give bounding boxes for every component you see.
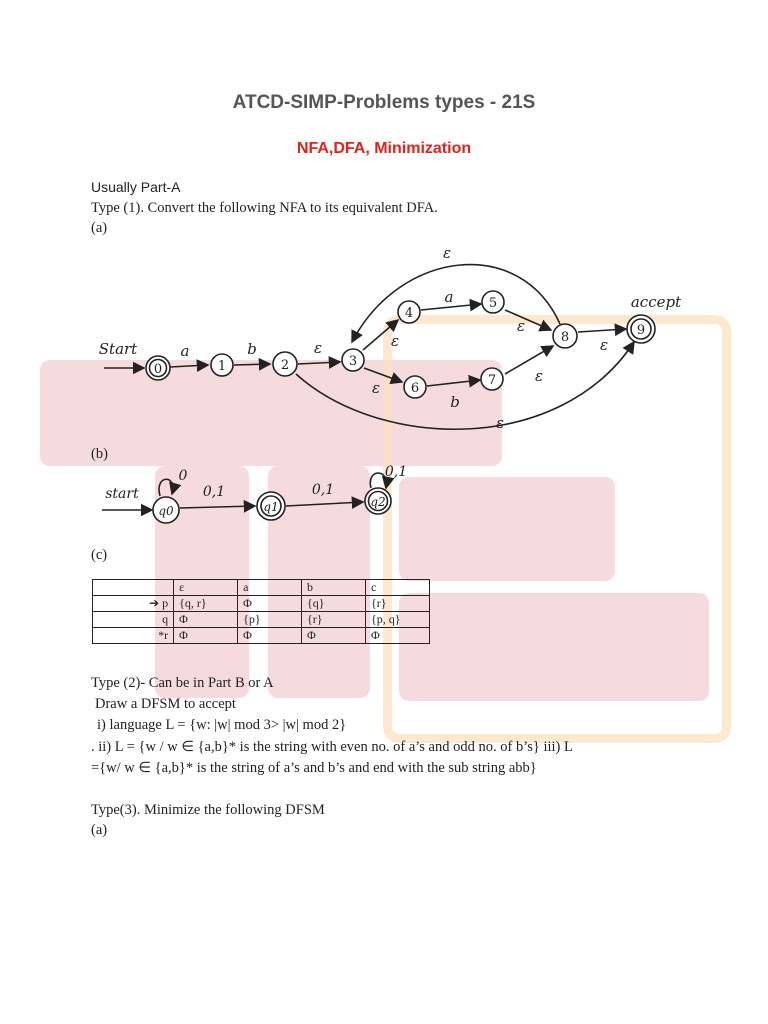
table-cell: Φ bbox=[173, 627, 239, 644]
edge-8-3-back bbox=[351, 263, 561, 344]
edge-8-9 bbox=[577, 323, 628, 337]
label-edge-0-1: a bbox=[181, 342, 190, 360]
table-header-cell bbox=[91, 579, 175, 596]
label-loop-q2: 0,1 bbox=[385, 464, 407, 480]
usually-part-a: Usually Part-A bbox=[91, 179, 181, 195]
nfa-state-9: 9 bbox=[637, 323, 645, 338]
label-a: (a) bbox=[91, 220, 108, 236]
label-edge-3-4: ε bbox=[391, 332, 399, 350]
label-edge-6-7: b bbox=[450, 393, 460, 411]
type1-text: Type (1). Convert the following NFA to i… bbox=[91, 200, 438, 216]
label-a-2: (a) bbox=[91, 822, 108, 838]
table-cell: {q} bbox=[301, 595, 366, 612]
transition-table: ε a b c ➔ p {q, r} Φ {q} {r} q Φ {p} {r}… bbox=[91, 579, 430, 644]
table-cell: Φ bbox=[365, 627, 430, 644]
table-header-cell: ε bbox=[173, 579, 239, 596]
table-row: q Φ {p} {r} {p, q} bbox=[91, 611, 430, 628]
edge-2-9-eps bbox=[295, 340, 635, 430]
draw-dfsm-text: Draw a DFSM to accept bbox=[95, 696, 236, 712]
table-state-cell: ➔ p bbox=[91, 595, 175, 612]
edge-3-4 bbox=[362, 318, 400, 351]
nfa-state-8: 8 bbox=[561, 330, 569, 345]
table-header-cell: c bbox=[365, 579, 430, 596]
edge-6-7 bbox=[426, 374, 482, 388]
page-subtitle: NFA,DFA, Minimization bbox=[296, 140, 472, 157]
edge-0-1 bbox=[169, 359, 210, 372]
nfa-state-5: 5 bbox=[489, 296, 497, 311]
loop-q2 bbox=[369, 472, 395, 490]
label-edge-8-3: ε bbox=[443, 244, 451, 262]
label-c: (c) bbox=[91, 547, 108, 563]
highlight-overlay-1 bbox=[40, 360, 502, 466]
nfa-b-state-q2: q2 bbox=[370, 495, 385, 509]
table-row: *r Φ Φ Φ Φ bbox=[91, 627, 430, 644]
table-cell: Φ bbox=[301, 627, 366, 644]
label-edge-q1-q2: 0,1 bbox=[312, 482, 334, 498]
nfa-start-label: Start bbox=[99, 340, 138, 358]
nfa-b-state-q1: q1 bbox=[263, 500, 278, 514]
nfa-b-state-q0: q0 bbox=[158, 504, 174, 518]
nfa-diagram-a: 0 1 2 3 4 5 6 7 8 9 Start accept a b ε ε… bbox=[99, 244, 682, 432]
nfa-b-start-label: start bbox=[105, 486, 139, 502]
highlight-overlay-5 bbox=[399, 593, 709, 701]
edge-7-8 bbox=[504, 345, 555, 375]
nfa-state-1: 1 bbox=[218, 359, 226, 374]
edge-5-8 bbox=[504, 309, 553, 332]
item-2: . ii) L = {w / w ∈ {a,b}* is the string … bbox=[91, 739, 573, 755]
label-edge-2-3: ε bbox=[314, 339, 322, 357]
nfa-state-0: 0 bbox=[154, 362, 162, 377]
nfa-diagram-b: q0 q1 q2 start 0 0,1 0,1 0,1 bbox=[102, 464, 407, 524]
edge-q0-q1 bbox=[179, 499, 257, 513]
table-state-cell: *r bbox=[91, 627, 175, 644]
table-cell: Φ bbox=[237, 595, 303, 612]
highlight-overlay-4 bbox=[399, 477, 615, 581]
table-cell: {r} bbox=[365, 595, 430, 612]
label-edge-q0-q1: 0,1 bbox=[203, 484, 225, 500]
item-3: ={w/ w ∈ {a,b}* is the string of a’s and… bbox=[91, 760, 537, 776]
table-header-row: ε a b c bbox=[91, 579, 430, 596]
nfa-state-6: 6 bbox=[411, 381, 419, 396]
page-title: ATCD-SIMP-Problems types - 21S bbox=[232, 92, 536, 113]
label-loop-q0: 0 bbox=[179, 468, 188, 484]
nfa-state-4: 4 bbox=[405, 306, 413, 321]
item-1: i) language L = {w: |w| mod 3> |w| mod 2… bbox=[97, 717, 347, 733]
state-label: p bbox=[162, 596, 169, 610]
edge-4-5 bbox=[420, 298, 483, 312]
label-edge-1-2: b bbox=[247, 340, 257, 358]
nfa-state-7: 7 bbox=[488, 373, 496, 388]
start-arrow-icon: ➔ bbox=[149, 596, 160, 610]
edge-q1-q2 bbox=[285, 496, 365, 509]
table-cell: Φ bbox=[173, 611, 239, 628]
table-cell: Φ bbox=[237, 627, 303, 644]
nfa-accept-label: accept bbox=[631, 293, 682, 311]
table-header-cell: a bbox=[237, 579, 303, 596]
label-edge-2-9: ε bbox=[496, 414, 504, 432]
table-cell: {r} bbox=[301, 611, 366, 628]
nfa-state-3: 3 bbox=[349, 354, 357, 369]
label-edge-5-8: ε bbox=[517, 317, 525, 335]
table-cell: {p, q} bbox=[365, 611, 430, 628]
label-b: (b) bbox=[91, 446, 108, 462]
table-header-cell: b bbox=[301, 579, 366, 596]
type3-text: Type(3). Minimize the following DFSM bbox=[91, 802, 325, 818]
label-edge-3-6: ε bbox=[372, 379, 380, 397]
label-edge-8-9: ε bbox=[600, 336, 608, 354]
table-row: ➔ p {q, r} Φ {q} {r} bbox=[91, 595, 430, 612]
edge-3-6 bbox=[363, 367, 404, 385]
nfa-state-2: 2 bbox=[281, 358, 289, 373]
type2-text: Type (2)- Can be in Part B or A bbox=[91, 675, 274, 691]
label-edge-7-8: ε bbox=[535, 367, 543, 385]
table-cell: {q, r} bbox=[173, 595, 239, 612]
edge-2-3 bbox=[297, 356, 342, 369]
table-state-cell: q bbox=[91, 611, 175, 628]
loop-q0 bbox=[158, 478, 182, 497]
edge-1-2 bbox=[233, 357, 272, 371]
label-edge-4-5: a bbox=[445, 288, 454, 306]
table-cell: {p} bbox=[237, 611, 303, 628]
